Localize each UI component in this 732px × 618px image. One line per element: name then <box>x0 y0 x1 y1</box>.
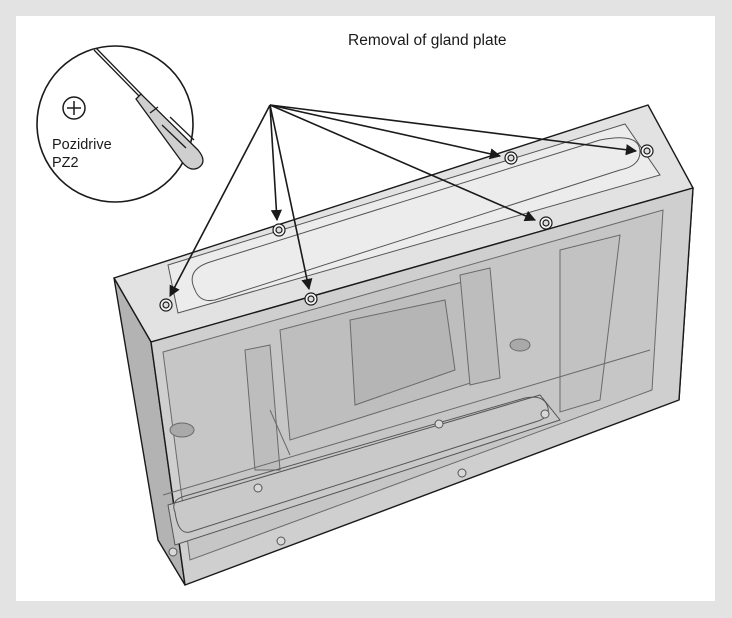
lower-screws <box>168 409 550 557</box>
arrow <box>269 104 282 222</box>
callout-arrows <box>169 104 638 297</box>
screw-hole <box>539 216 553 230</box>
screw-hole <box>159 298 173 312</box>
gland-plate <box>167 123 661 314</box>
screw-hole <box>504 151 518 165</box>
enclosure-interior-details <box>162 209 664 561</box>
arrow <box>269 104 313 291</box>
screw-hole <box>272 223 286 237</box>
diagram-title: Removal of gland plate <box>348 32 507 49</box>
gland-plate-outline <box>167 123 661 314</box>
pozidrive-symbol-icon <box>62 96 86 120</box>
arrow <box>269 104 638 156</box>
gland-plate-slot <box>191 137 641 301</box>
screw-hole <box>640 144 654 158</box>
tool-size-label: PZ2 <box>52 155 79 171</box>
pozidrive-screwdriver-icon <box>93 47 204 170</box>
arrow <box>269 104 537 222</box>
arrow <box>169 104 271 297</box>
tool-inset-circle <box>36 45 194 203</box>
tool-type-label: Pozidrive <box>52 137 112 153</box>
tool-inset <box>36 45 204 203</box>
arrow <box>269 104 502 160</box>
screw-hole <box>304 292 318 306</box>
screws <box>159 144 654 312</box>
